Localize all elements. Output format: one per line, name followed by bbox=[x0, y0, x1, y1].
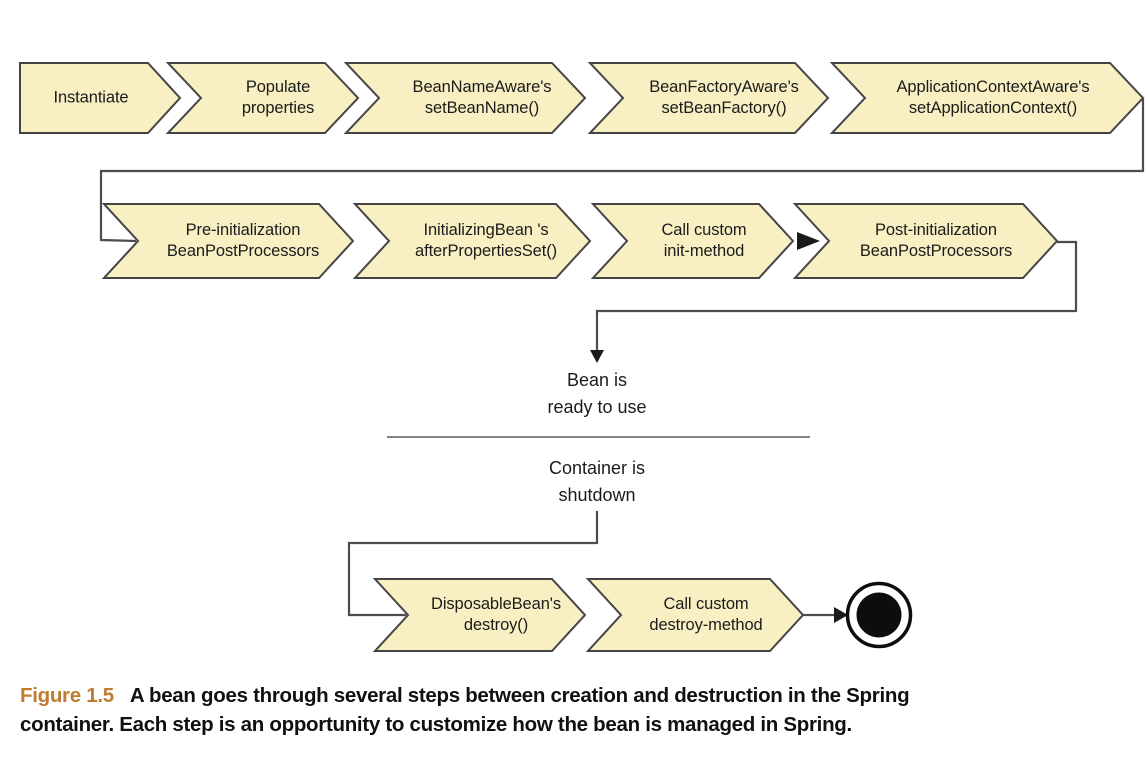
connector-row2-to-bean-ready bbox=[595, 240, 1078, 351]
figure-caption: Figure 1.5 A bean goes through several st… bbox=[20, 681, 1110, 739]
figure-number-label: Figure 1.5 bbox=[20, 684, 114, 707]
step-label-afterpropertiesset: InitializingBean 's afterPropertiesSet() bbox=[415, 221, 557, 260]
step-label-destroy: DisposableBean's destroy() bbox=[431, 595, 561, 634]
step-label-instantiate: Instantiate bbox=[53, 88, 129, 107]
chevron-post-init-beanpostprocessors bbox=[792, 203, 1059, 279]
arrowhead-right-icon bbox=[834, 607, 848, 623]
step-label-setapplicationcontext: ApplicationContextAware's setApplication… bbox=[896, 78, 1090, 117]
caption-line1: A bean goes through several steps betwee… bbox=[129, 684, 910, 707]
chevron-setapplicationcontext bbox=[829, 62, 1145, 134]
chevron-setbeanname bbox=[343, 62, 587, 134]
state-label-bean-ready: Bean is ready to use bbox=[547, 370, 647, 417]
connector-row1-to-row2 bbox=[99, 99, 1145, 243]
step-label-pre-init: Pre-initialization BeanPostProcessors bbox=[166, 221, 320, 260]
arrowhead-down-icon bbox=[590, 350, 604, 363]
caption-line2: container. Each step is an opportunity t… bbox=[20, 713, 852, 736]
chevron-instantiate bbox=[19, 62, 182, 134]
step-label-setbeanfactory: BeanFactoryAware's setBeanFactory() bbox=[649, 78, 799, 117]
step-label-custom-init: Call custom init-method bbox=[661, 221, 747, 260]
state-label-container-shutdown: Container is shutdown bbox=[548, 458, 646, 505]
chevron-call-custom-destroy bbox=[585, 578, 805, 652]
chevron-disposablebean-destroy bbox=[372, 578, 587, 652]
chevron-afterpropertiesset bbox=[352, 203, 592, 279]
step-label-setbeanname: BeanNameAware's setBeanName() bbox=[412, 78, 552, 117]
end-state-inner-circle-icon bbox=[856, 592, 902, 638]
chevron-pre-init-beanpostprocessors bbox=[101, 203, 355, 279]
chevron-call-custom-init bbox=[590, 203, 795, 279]
arrowhead-right-icon bbox=[797, 232, 820, 250]
chevron-populate-properties bbox=[165, 62, 360, 134]
connector-shutdown-to-row3 bbox=[347, 511, 599, 617]
chevron-setbeanfactory bbox=[587, 62, 830, 134]
step-label-populate-properties: Populate properties bbox=[241, 78, 315, 117]
step-label-post-init: Post-initialization BeanPostProcessors bbox=[859, 221, 1013, 260]
step-label-custom-destroy: Call custom destroy-method bbox=[649, 595, 763, 634]
